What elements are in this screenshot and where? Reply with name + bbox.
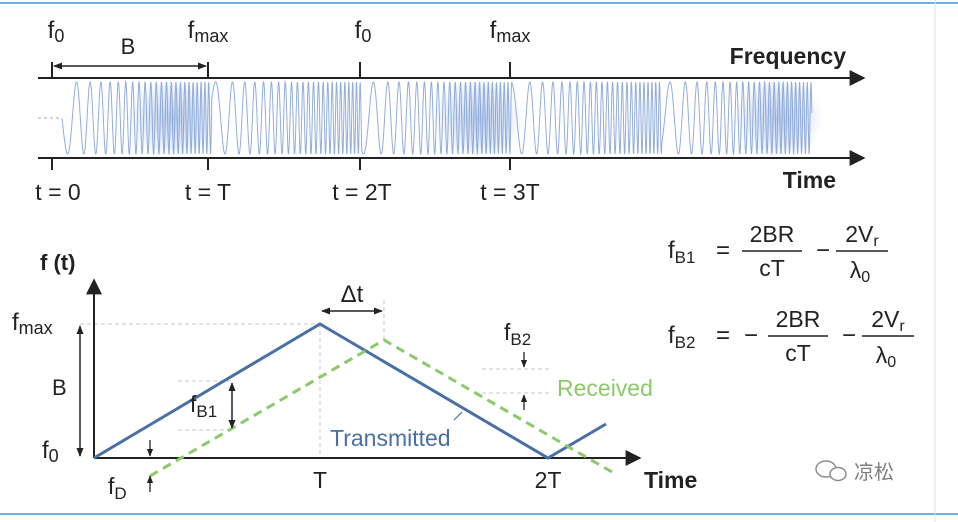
received-label: Received	[557, 375, 653, 401]
fb2-label: fB2	[504, 319, 531, 349]
y-tick-f0: f0	[42, 437, 59, 466]
time-axis-label-top: Time	[783, 167, 836, 193]
svg-text:=: =	[716, 237, 730, 264]
transmitted-line	[93, 322, 607, 460]
delta-t-label: Δt	[341, 281, 364, 308]
wechat-icon	[815, 460, 847, 482]
svg-text:cT: cT	[785, 340, 811, 366]
svg-text:cT: cT	[759, 255, 785, 281]
marker-label-f0-2: f0	[355, 17, 372, 46]
svg-text:−: −	[816, 237, 830, 264]
marker-label-fmax-1: fmax	[188, 17, 229, 46]
transmitted-label: Transmitted	[330, 425, 451, 451]
svg-text:fB1: fB1	[668, 237, 695, 267]
svg-text:2Vr: 2Vr	[871, 306, 905, 335]
svg-text:−: −	[744, 322, 758, 349]
fb1-label: fB1	[190, 391, 217, 421]
time-label-3T: t = 3T	[480, 179, 539, 205]
time-label-0: t = 0	[35, 179, 80, 205]
svg-text:2BR: 2BR	[750, 221, 795, 247]
chirp-waveform	[38, 78, 824, 158]
svg-text:2BR: 2BR	[776, 306, 821, 332]
transmitted-leader	[453, 411, 463, 421]
received-line	[149, 338, 613, 478]
time-label-2T: t = 2T	[332, 179, 391, 205]
top-panel: B f0 fmax f0 fmax Frequency Time t = 0 t…	[35, 17, 866, 205]
watermark-text: 凉松	[854, 460, 894, 484]
svg-text:2Vr: 2Vr	[845, 221, 879, 250]
svg-text:λ0: λ0	[850, 257, 871, 286]
frequency-axis-label: Frequency	[730, 43, 847, 69]
equation-fb2: fB2 = − 2BR cT − 2Vr λ0	[668, 306, 914, 371]
bandwidth-label-top: B	[121, 34, 136, 59]
x-tick-2T: 2T	[535, 467, 562, 493]
svg-text:=: =	[716, 322, 730, 349]
marker-label-f0-1: f0	[48, 17, 65, 46]
x-tick-T: T	[313, 467, 327, 493]
time-label-T: t = T	[185, 179, 231, 205]
svg-text:λ0: λ0	[876, 342, 897, 371]
watermark: 凉松	[815, 460, 894, 484]
svg-text:−: −	[842, 322, 856, 349]
bottom-panel: f (t) fmax B f0 Δt fB1 fB2 fD T 2T Time …	[12, 250, 697, 503]
fd-label: fD	[108, 473, 127, 503]
y-tick-fmax: fmax	[12, 309, 53, 338]
y-axis-label: f (t)	[40, 250, 75, 275]
svg-text:fB2: fB2	[668, 322, 695, 352]
bandwidth-label-bottom: B	[52, 375, 67, 400]
x-axis-label: Time	[644, 467, 697, 493]
marker-label-fmax-2: fmax	[490, 17, 531, 46]
chirp-path	[61, 80, 813, 156]
equation-fb1: fB1 = 2BR cT − 2Vr λ0	[668, 221, 888, 286]
